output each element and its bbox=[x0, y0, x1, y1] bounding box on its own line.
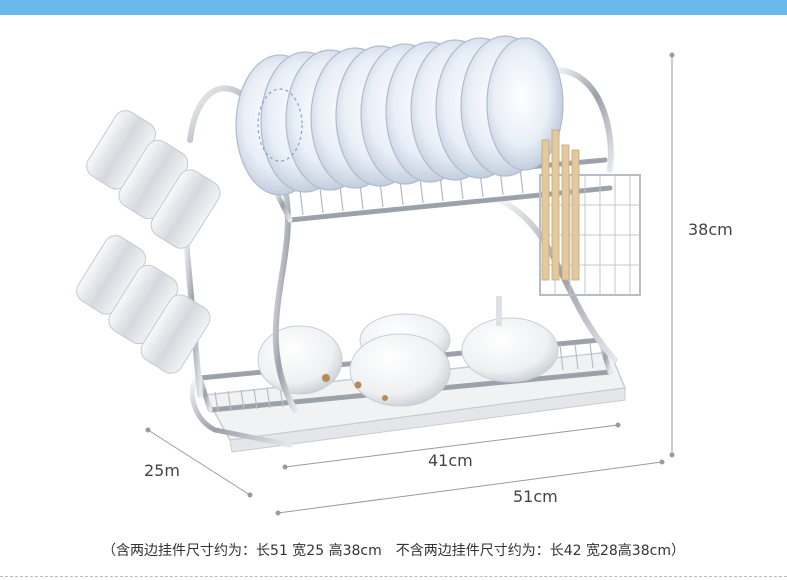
plates bbox=[235, 35, 564, 196]
dish-rack-illustration bbox=[76, 35, 675, 516]
size-caption: （含两边挂件尺寸约为：长51 宽25 高38cm 不含两边挂件尺寸约为：长42 … bbox=[102, 543, 685, 559]
outer-length-dimension-label: 51cm bbox=[513, 487, 558, 506]
top-accent-bar bbox=[0, 0, 787, 15]
product-photo: 38cm 25m 41cm 51cm bbox=[0, 15, 787, 535]
depth-dimension-label: 25m bbox=[144, 461, 180, 480]
dashed-divider bbox=[0, 576, 787, 577]
bowls bbox=[257, 296, 559, 407]
dimension-lines bbox=[145, 52, 675, 516]
lower-rack-wires bbox=[214, 342, 594, 413]
utensil-basket bbox=[539, 129, 641, 296]
cup-holder bbox=[76, 110, 221, 374]
inner-length-dimension-label: 41cm bbox=[428, 451, 473, 470]
height-dimension-label: 38cm bbox=[688, 220, 733, 239]
